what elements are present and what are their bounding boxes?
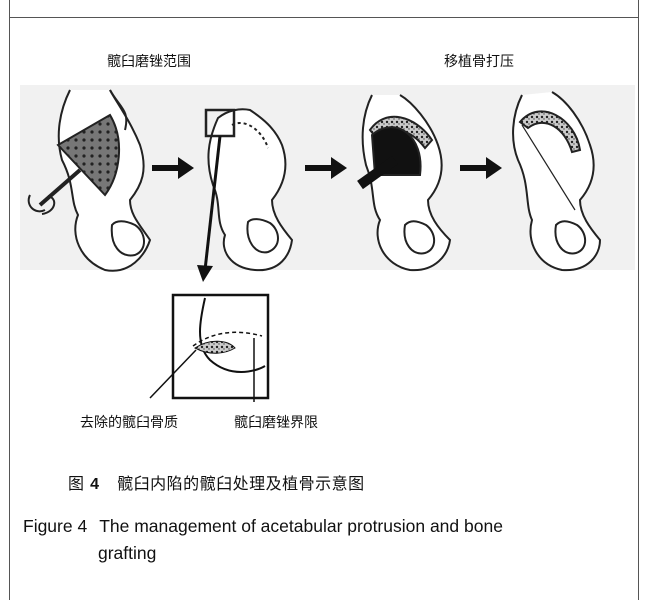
- caption-zh-number: 4: [90, 476, 99, 493]
- caption-en-line1: The management of acetabular protrusion …: [99, 516, 503, 536]
- arrow-down-icon: [197, 265, 213, 282]
- label-reaming-boundary: 髋臼磨锉界限: [234, 412, 318, 432]
- label-removed-bone: 去除的髋臼骨质: [80, 412, 178, 432]
- caption-en-prefix: Figure 4: [23, 516, 87, 536]
- label-graft-impaction: 移植骨打压: [444, 51, 514, 71]
- label-reaming-range: 髋臼磨锉范围: [107, 51, 191, 71]
- surgical-illustration: [0, 0, 651, 440]
- caption-chinese: 图 4 髋臼内陷的髋臼处理及植骨示意图: [68, 470, 365, 494]
- caption-zh-text: 髋臼内陷的髋臼处理及植骨示意图: [117, 474, 365, 493]
- caption-english: Figure 4 The management of acetabular pro…: [23, 513, 623, 567]
- caption-en-line2: grafting: [23, 540, 623, 567]
- caption-zh-prefix: 图: [68, 474, 85, 493]
- detail-inset: [150, 295, 268, 402]
